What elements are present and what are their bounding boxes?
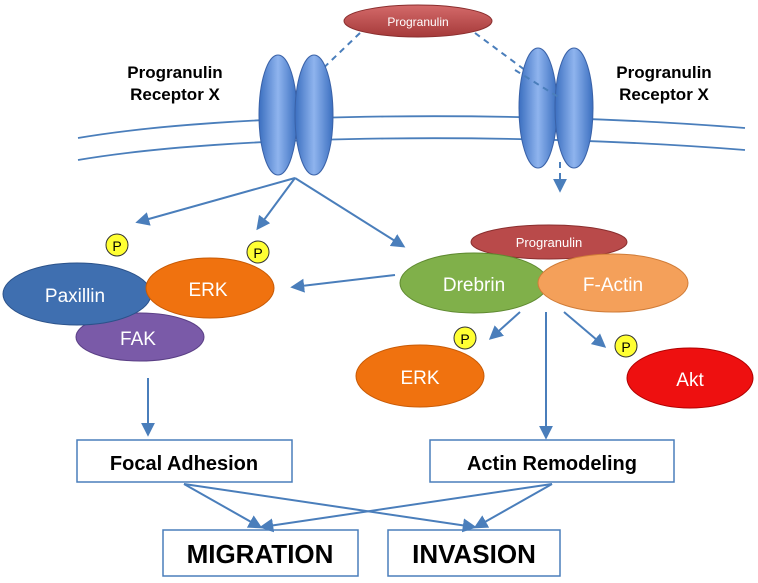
progranulin-ligand-label: Progranulin xyxy=(387,15,448,29)
progranulin-ligand: Progranulin xyxy=(343,4,493,38)
akt-node xyxy=(626,347,754,409)
outcome-boxes: Focal Adhesion Actin Remodeling MIGRATIO… xyxy=(76,439,675,577)
left-receptor-label-1: Progranulin xyxy=(127,63,222,82)
outcome-arrows xyxy=(183,483,553,533)
right-complex: Progranulin Drebrin F-Actin ERK Akt P P xyxy=(355,224,754,409)
right-receptor-label-2: Receptor X xyxy=(619,85,709,104)
erk-node-right xyxy=(355,344,485,408)
fak-node xyxy=(75,312,205,362)
phospho-paxillin-label: P xyxy=(112,238,121,254)
akt-label: Akt xyxy=(676,370,704,391)
focal-adhesion-box xyxy=(76,439,293,483)
migration-label: MIGRATION xyxy=(187,539,334,569)
phospho-erk-right-label: P xyxy=(460,331,469,347)
erk-node-left xyxy=(145,257,275,319)
left-complex: FAK Paxillin ERK P P xyxy=(2,233,275,362)
phospho-erk-right-badge xyxy=(453,326,477,350)
erk-right-label: ERK xyxy=(400,368,439,389)
cell-membrane xyxy=(77,115,746,161)
left-receptor-label-2: Receptor X xyxy=(130,85,220,104)
focal-adhesion-label: Focal Adhesion xyxy=(110,453,258,475)
phospho-akt-label: P xyxy=(621,339,630,355)
left-receptor xyxy=(258,54,334,176)
signal-arrows xyxy=(135,177,607,440)
factin-label: F-Actin xyxy=(583,275,643,296)
actin-remodeling-label: Actin Remodeling xyxy=(467,453,637,475)
progranulin-bound-node xyxy=(470,224,628,260)
invasion-box xyxy=(387,529,561,577)
right-receptor-label-1: Progranulin xyxy=(616,63,711,82)
drebrin-label: Drebrin xyxy=(443,275,505,296)
paxillin-label: Paxillin xyxy=(45,286,105,307)
phospho-paxillin-badge xyxy=(105,233,129,257)
phospho-erk-left-label: P xyxy=(253,245,262,261)
phospho-akt-badge xyxy=(614,334,638,358)
migration-box xyxy=(162,529,359,577)
erk-left-label: ERK xyxy=(188,280,227,301)
factin-node xyxy=(537,253,689,313)
fak-label: FAK xyxy=(120,329,156,350)
invasion-label: INVASION xyxy=(412,539,536,569)
progranulin-bound-label: Progranulin xyxy=(516,235,583,250)
actin-remodeling-box xyxy=(429,439,675,483)
phospho-erk-left-badge xyxy=(246,240,270,264)
right-receptor xyxy=(518,47,594,169)
